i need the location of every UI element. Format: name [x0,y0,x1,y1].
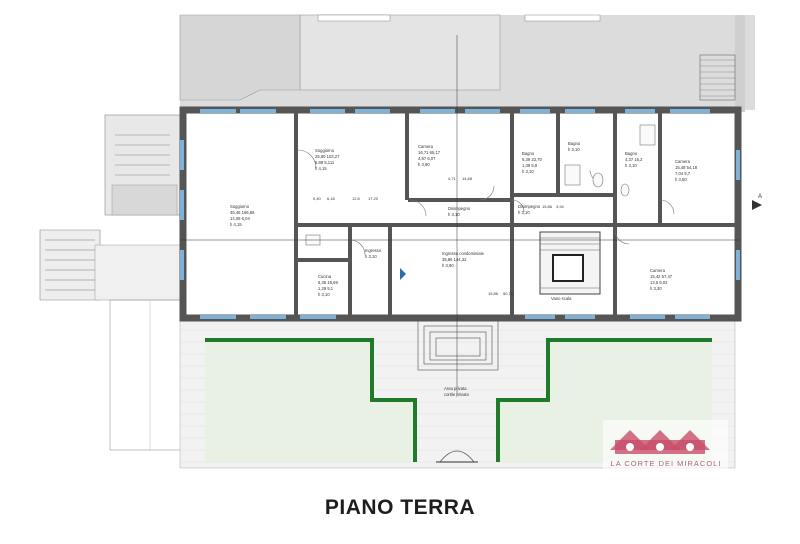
dimension-label: 12,6 [352,196,361,201]
svg-text:Area privata: Area privata [444,386,467,391]
plan-title: PIANO TERRA [324,496,476,519]
dimension-label: 15,86 [488,291,499,296]
svg-text:13,5 6,02: 13,5 6,02 [650,280,668,285]
svg-text:Ingresso condominiale: Ingresso condominiale [442,251,485,256]
svg-text:Disimpegno: Disimpegno [448,206,471,211]
svg-text:16,71 65,17: 16,71 65,17 [418,150,441,155]
dimension-label: 14,68 [462,176,473,181]
svg-text:5,88 5,111: 5,88 5,111 [315,160,335,165]
dimension-label: 4,71 [448,176,457,181]
stair-core [539,231,601,295]
svg-text:h 3,90: h 3,90 [442,263,454,268]
svg-text:Bagno: Bagno [522,151,535,156]
svg-text:h 3,90: h 3,90 [418,162,430,167]
svg-text:4,37 16,2: 4,37 16,2 [625,157,643,162]
brand-logo-text: LA CORTE DEI MIRACOLI [610,459,722,468]
section-marker: A [758,194,762,200]
svg-text:Ingresso: Ingresso [365,248,382,253]
svg-text:cortile privato: cortile privato [444,392,470,397]
svg-text:h 3,10: h 3,10 [318,292,330,297]
svg-text:Camera: Camera [650,268,666,273]
svg-text:Bagno: Bagno [625,151,638,156]
svg-text:1,39 5,8: 1,39 5,8 [522,163,538,168]
svg-text:h 3,10: h 3,10 [568,147,580,152]
svg-text:h 3,10: h 3,10 [522,169,534,174]
dimension-label: 17,20 [368,196,379,201]
svg-text:35,86 144,32: 35,86 144,32 [442,257,467,262]
svg-text:15,48 54,18: 15,48 54,18 [675,165,698,170]
svg-text:h 3,10: h 3,10 [518,210,530,215]
brand-logo [603,420,728,470]
svg-text:h 3,10: h 3,10 [625,163,637,168]
svg-text:4,87 6,07: 4,87 6,07 [418,156,436,161]
dimension-label: 6,18 [327,196,336,201]
svg-text:45,46 166,66: 45,46 166,66 [230,210,255,215]
svg-text:h 4,15: h 4,15 [230,222,242,227]
svg-text:h 3,30: h 3,30 [650,286,662,291]
svg-text:Vano scala: Vano scala [551,296,572,301]
dimension-label: 0,40 [313,196,322,201]
svg-text:h 3,10: h 3,10 [365,254,377,259]
site-context [39,14,755,451]
dimension-label: 3,94 [556,204,565,209]
svg-text:15,42 57,47: 15,42 57,47 [650,274,673,279]
svg-text:Soggiorno: Soggiorno [230,204,250,209]
svg-text:Bagno: Bagno [568,141,581,146]
building [179,35,762,395]
svg-text:6,39 23,70: 6,39 23,70 [522,157,542,162]
svg-text:1,29 5,1: 1,29 5,1 [318,286,334,291]
dimension-label: 15,86 [542,204,553,209]
svg-text:Cucina: Cucina [318,274,332,279]
svg-text:6,35 19,69: 6,35 19,69 [318,280,338,285]
svg-text:Camera: Camera [418,144,434,149]
svg-text:7,04 5,7: 7,04 5,7 [675,171,691,176]
svg-text:Soggiorno: Soggiorno [315,148,335,153]
svg-text:h 4,15: h 4,15 [315,166,327,171]
svg-text:h 3,10: h 3,10 [448,212,460,217]
room-label-vano-scala: Vano scala [551,296,572,301]
svg-text:Disimpegno: Disimpegno [518,204,541,209]
svg-text:Camera: Camera [675,159,691,164]
svg-text:25,80 103,27: 25,80 103,27 [315,154,340,159]
dimension-label: 50,76 [503,291,514,296]
svg-text:14,08 6,04: 14,08 6,04 [230,216,250,221]
svg-text:h 3,50: h 3,50 [675,177,687,182]
